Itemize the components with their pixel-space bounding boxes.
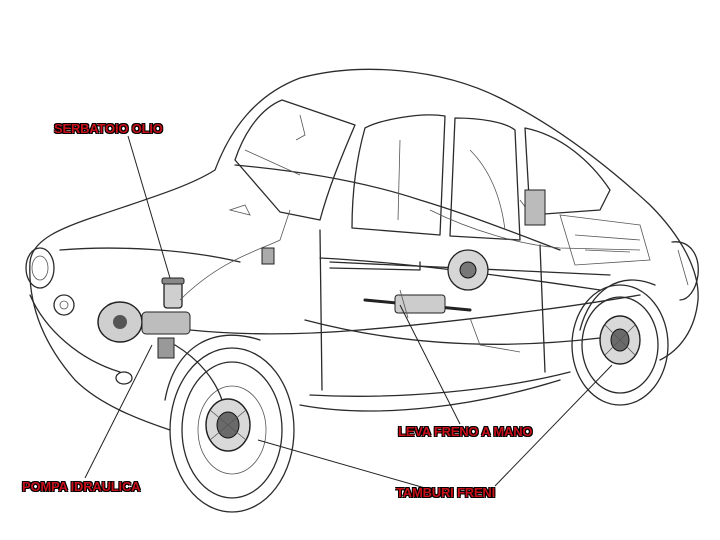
handbrake-lever	[363, 289, 472, 319]
pointer-tamburi-rear	[494, 364, 613, 487]
inner-brake-drum-icon	[447, 249, 489, 291]
label-tamburi-freni: TAMBURI FRENI	[396, 485, 495, 500]
hood-details	[228, 204, 275, 265]
pointer-tamburi-front	[257, 439, 426, 489]
label-pompa-idraulica: POMPA IDRAULICA	[22, 479, 141, 494]
label-serbatoio-olio: SERBATOIO OLIO	[54, 121, 163, 136]
oil-reservoir-icon	[161, 277, 185, 309]
rear-wheel	[571, 279, 669, 406]
pointer-serbatoio	[127, 135, 171, 279]
rear-brake-drum-icon	[599, 315, 641, 365]
hydraulic-pump-assembly	[97, 301, 191, 359]
door-panel	[319, 229, 546, 391]
front-end	[25, 247, 133, 385]
pointer-leva	[399, 304, 461, 425]
front-brake-drum-icon	[205, 398, 251, 452]
pointer-pompa	[84, 344, 153, 479]
side-windows	[351, 114, 611, 241]
label-leva-freno-a-mano: LEVA FRENO A MANO	[398, 424, 533, 439]
windshield	[234, 99, 356, 221]
rear-light	[671, 241, 699, 301]
callout-pointers	[84, 135, 613, 489]
rear-engine-detail	[524, 189, 651, 266]
front-wheel	[164, 334, 295, 513]
